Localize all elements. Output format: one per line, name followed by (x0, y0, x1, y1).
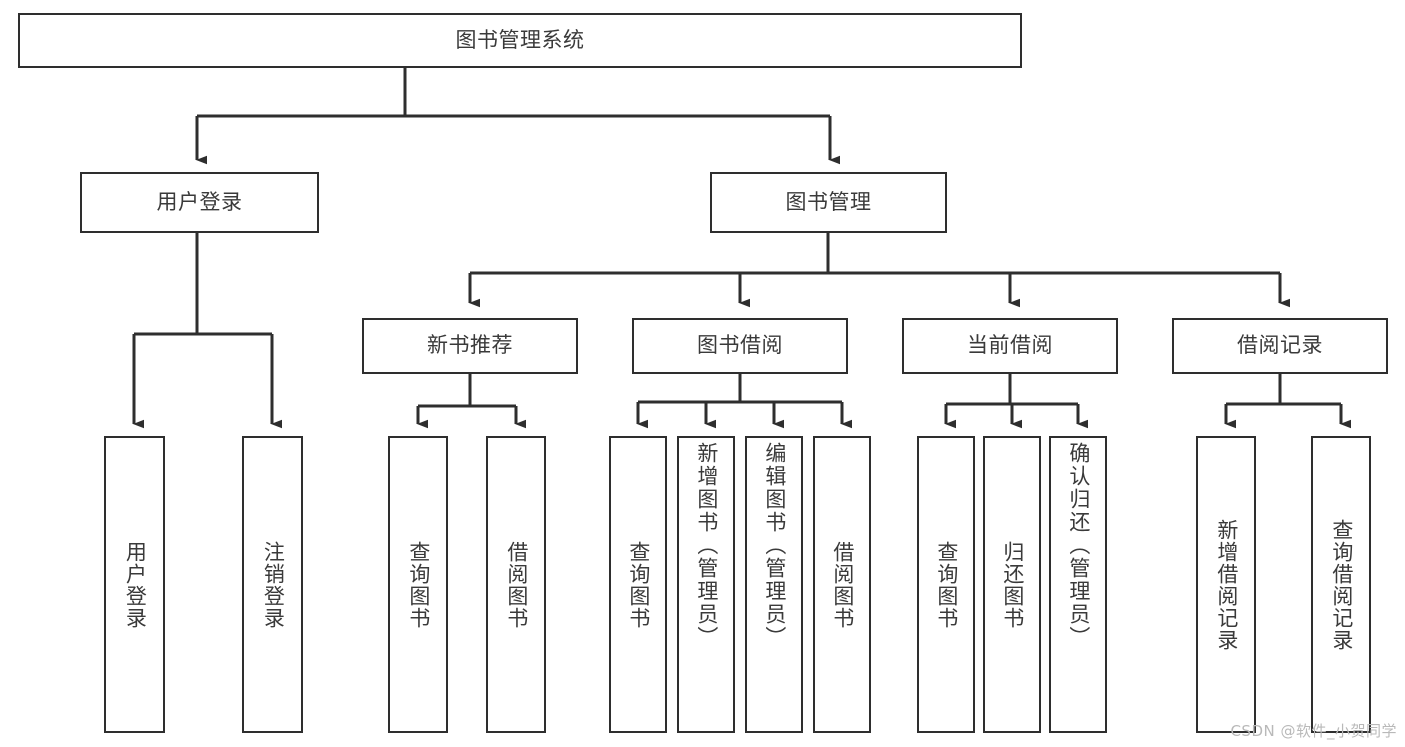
leaf-add-book-admin[interactable]: 新增图书（管理员） (677, 436, 735, 733)
node-label: 查询图书 (406, 540, 431, 629)
node-label: 新增图书（管理员） (694, 442, 719, 649)
node-label: 图书借阅 (697, 333, 783, 358)
leaf-return-book[interactable]: 归还图书 (983, 436, 1041, 733)
leaf-query-borrow-record[interactable]: 查询借阅记录 (1311, 436, 1371, 733)
leaf-logout-login[interactable]: 注销登录 (242, 436, 303, 733)
node-current-borrow[interactable]: 当前借阅 (902, 318, 1118, 374)
leaf-query-book-recommend[interactable]: 查询图书 (388, 436, 448, 733)
node-label: 编辑图书（管理员） (762, 442, 787, 649)
node-root-library-system[interactable]: 图书管理系统 (18, 13, 1022, 68)
node-label: 借阅图书 (830, 540, 855, 629)
leaf-edit-book-admin[interactable]: 编辑图书（管理员） (745, 436, 803, 733)
node-book-borrow[interactable]: 图书借阅 (632, 318, 848, 374)
node-label: 查询图书 (934, 540, 959, 629)
leaf-user-login[interactable]: 用户登录 (104, 436, 165, 733)
node-label: 查询借阅记录 (1329, 518, 1354, 651)
leaf-borrow-book[interactable]: 借阅图书 (813, 436, 871, 733)
node-user-login[interactable]: 用户登录 (80, 172, 319, 233)
node-label: 用户登录 (123, 540, 148, 629)
node-label: 图书管理系统 (455, 27, 585, 52)
node-label: 新增借阅记录 (1214, 518, 1239, 651)
leaf-confirm-return-admin[interactable]: 确认归还（管理员） (1049, 436, 1107, 733)
node-label: 确认归还（管理员） (1066, 442, 1091, 649)
node-label: 图书管理 (785, 189, 872, 214)
csdn-watermark: CSDN @软件_小贺同学 (1230, 722, 1397, 740)
node-borrow-record[interactable]: 借阅记录 (1172, 318, 1388, 374)
node-new-book-recommend[interactable]: 新书推荐 (362, 318, 578, 374)
node-label: 当前借阅 (967, 333, 1053, 358)
node-label: 借阅图书 (504, 540, 529, 629)
node-book-management[interactable]: 图书管理 (710, 172, 947, 233)
node-label: 借阅记录 (1237, 333, 1323, 358)
leaf-borrow-book-recommend[interactable]: 借阅图书 (486, 436, 546, 733)
node-label: 查询图书 (626, 540, 651, 629)
leaf-query-book-borrow[interactable]: 查询图书 (609, 436, 667, 733)
node-label: 新书推荐 (427, 333, 513, 358)
node-label: 注销登录 (261, 540, 286, 629)
node-label: 用户登录 (156, 189, 243, 214)
node-label: 归还图书 (1000, 540, 1025, 629)
leaf-add-borrow-record[interactable]: 新增借阅记录 (1196, 436, 1256, 733)
leaf-query-book-current[interactable]: 查询图书 (917, 436, 975, 733)
